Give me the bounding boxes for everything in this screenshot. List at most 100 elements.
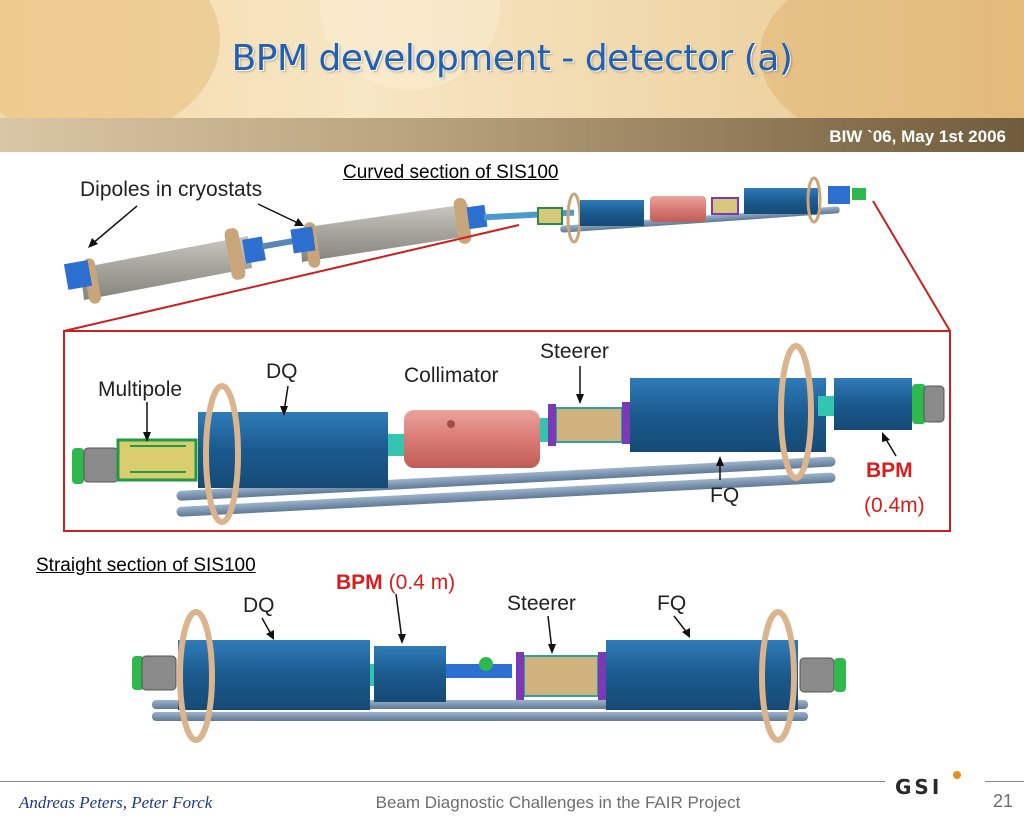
collimator-label: Collimator xyxy=(404,364,499,387)
straight-bpm-length: (0.4 m) xyxy=(389,571,456,594)
bellows xyxy=(799,657,835,693)
straight-bpm-label: BPM (0.4 m) xyxy=(336,571,455,594)
dipole-end-cap xyxy=(290,226,316,254)
pointer-arrowhead xyxy=(548,644,556,654)
dq-magnet xyxy=(178,640,370,710)
pointer-arrowhead xyxy=(882,432,890,442)
footer-divider xyxy=(985,781,1024,782)
support-rail xyxy=(152,712,808,721)
straight-section-caption: Straight section of SIS100 xyxy=(36,555,256,576)
header-band: BIW `06, May 1st 2006 xyxy=(0,118,1024,152)
bpm-length-label: (0.4m) xyxy=(864,494,925,517)
steerer-frame xyxy=(622,402,630,444)
dq-small xyxy=(580,200,644,226)
fq-small xyxy=(744,188,818,214)
pump-port xyxy=(479,657,493,671)
curved-section-overview xyxy=(63,176,866,304)
slide-title: BPM development - detector (a) xyxy=(231,38,793,79)
header-decoration xyxy=(760,0,1024,118)
cryostat-ring xyxy=(778,343,814,481)
straight-dq-label: DQ xyxy=(243,594,275,617)
steerer-label: Steerer xyxy=(540,340,609,363)
flange-end xyxy=(132,656,144,690)
bpm-detector xyxy=(374,646,446,702)
flange-end xyxy=(834,658,846,692)
dipole-end-cap xyxy=(242,236,266,264)
collimator-port xyxy=(447,420,455,428)
steerer-small xyxy=(711,197,739,215)
collimator-small xyxy=(650,196,706,222)
steerer-frame xyxy=(516,652,524,700)
fq-magnet xyxy=(630,378,826,452)
detail-frame xyxy=(63,330,951,532)
support-rail xyxy=(176,456,836,501)
dipoles-label: Dipoles in cryostats xyxy=(80,178,262,201)
footer-authors: Andreas Peters, Peter Forck xyxy=(19,793,213,812)
conference-label: BIW `06, May 1st 2006 xyxy=(829,127,1006,146)
pointer-arrowhead xyxy=(716,456,724,466)
dipole-end-cap xyxy=(466,204,488,230)
pointer-arrowhead xyxy=(398,634,406,644)
pointer-arrow xyxy=(257,203,301,225)
straight-bpm-name: BPM xyxy=(336,571,383,594)
steerer-frame xyxy=(598,652,606,700)
footer-talk-title: Beam Diagnostic Challenges in the FAIR P… xyxy=(375,793,741,812)
pointer-arrowhead xyxy=(576,394,584,404)
multipole-label: Multipole xyxy=(98,378,182,401)
straight-section-view xyxy=(132,593,846,743)
dipole-cryostat xyxy=(80,236,252,300)
cryostat-ring xyxy=(177,609,215,743)
bellows xyxy=(83,447,119,483)
pointer-arrow xyxy=(91,205,138,245)
header-decoration xyxy=(0,0,220,118)
bpm-detector xyxy=(834,378,912,430)
bpm-small xyxy=(828,186,850,204)
straight-fq-label: FQ xyxy=(657,592,686,615)
pointer-arrowhead xyxy=(294,218,304,226)
pointer-arrowhead xyxy=(266,630,274,640)
logo-dot-icon xyxy=(953,771,961,779)
cryostat-flange xyxy=(224,228,246,280)
bpm-label: BPM xyxy=(866,459,913,482)
page-number: 21 xyxy=(992,791,1013,811)
detail-view xyxy=(72,343,945,525)
steerer xyxy=(523,655,599,697)
multipole-small xyxy=(537,207,563,225)
zoom-line xyxy=(872,200,951,332)
zoom-line xyxy=(63,224,520,332)
fq-label: FQ xyxy=(710,484,739,507)
pointer-arrowhead xyxy=(682,628,690,638)
pointer-arrowhead xyxy=(280,406,288,416)
flange-end xyxy=(72,448,84,484)
logo-text: GSI xyxy=(895,775,942,798)
steerer-frame xyxy=(548,404,556,446)
bellows xyxy=(923,385,945,423)
cryostat-ring xyxy=(759,609,797,743)
bellows xyxy=(141,655,177,691)
cryostat-ring-small xyxy=(806,176,822,224)
pointer-arrow xyxy=(395,593,403,641)
flange-end xyxy=(912,384,926,424)
dq-label: DQ xyxy=(266,360,298,383)
dq-magnet xyxy=(198,412,388,488)
steerer xyxy=(555,407,623,443)
dipole-end-cap xyxy=(63,260,93,290)
flange-end xyxy=(852,188,866,200)
pointer-arrowhead xyxy=(143,432,151,442)
curved-section-caption: Curved section of SIS100 xyxy=(343,162,559,183)
collimator xyxy=(404,410,540,468)
beam-pipe xyxy=(818,396,834,416)
support-rail xyxy=(176,472,836,517)
pointer-arrowhead xyxy=(88,238,98,248)
fq-magnet xyxy=(606,640,798,710)
cryostat-ring-small xyxy=(566,192,582,244)
straight-steerer-label: Steerer xyxy=(507,592,576,615)
beam-pipe xyxy=(446,664,512,678)
slide-header: BPM development - detector (a) xyxy=(0,0,1024,118)
cryostat-ring xyxy=(203,383,241,525)
dipole-cryostat xyxy=(300,204,470,262)
beam-pipe xyxy=(388,434,406,456)
gsi-logo: GSI xyxy=(895,771,961,798)
footer-divider xyxy=(0,781,885,782)
